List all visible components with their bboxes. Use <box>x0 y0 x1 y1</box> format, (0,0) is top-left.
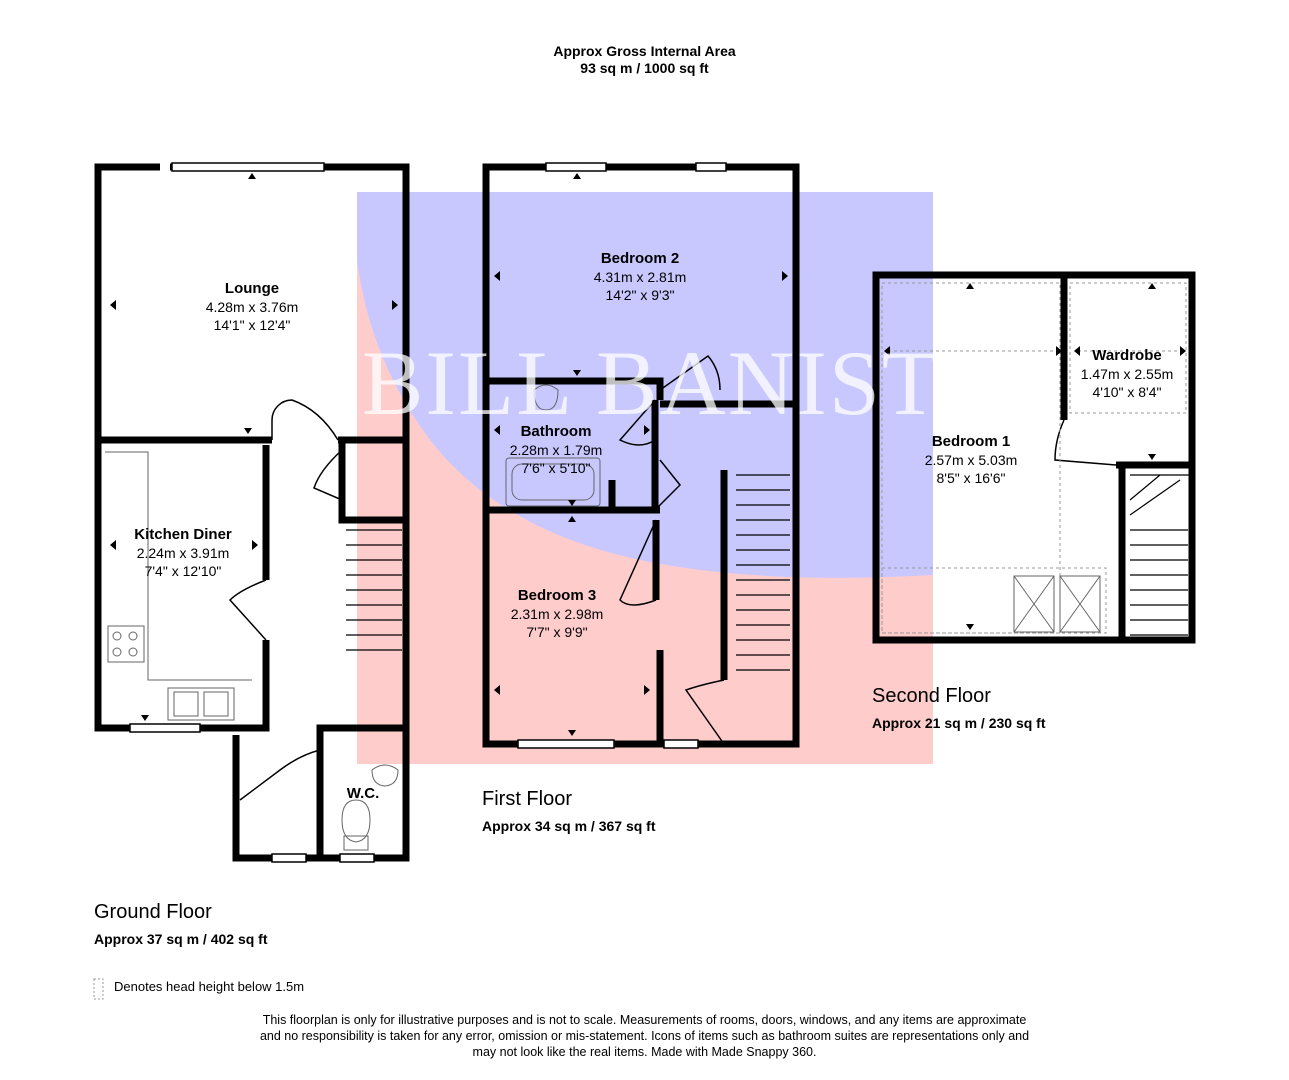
first-floor-title: First Floor <box>482 788 572 810</box>
room-name: Wardrobe <box>1092 347 1162 364</box>
ground-floor-title: Ground Floor <box>94 901 212 923</box>
room-imperial: 7'7" x 9'9" <box>526 624 588 640</box>
disclaimer-line-1: This floorplan is only for illustrative … <box>262 1013 1027 1027</box>
ground-outer-wall-right <box>170 163 410 862</box>
room-bedroom-2: Bedroom 2 4.31m x 2.81m 14'2" x 9'3" <box>594 249 687 304</box>
room-metric: 2.57m x 5.03m <box>924 452 1018 468</box>
room-lounge: Lounge 4.28m x 3.76m 14'1" x 12'4" <box>206 279 299 334</box>
room-name: Bedroom 2 <box>600 250 680 267</box>
room-metric: 2.31m x 2.98m <box>510 606 604 622</box>
room-imperial: 7'6" x 5'10" <box>521 460 591 476</box>
room-name: Bathroom <box>520 423 592 440</box>
room-metric: 4.31m x 2.81m <box>593 269 687 285</box>
room-metric: 1.47m x 2.55m <box>1080 366 1174 382</box>
room-bedroom-3: Bedroom 3 2.31m x 2.98m 7'7" x 9'9" <box>511 586 604 641</box>
first-floor-area: Approx 34 sq m / 367 sq ft <box>482 818 656 834</box>
disclaimer-line-2: and no responsibility is taken for any e… <box>259 1029 1030 1043</box>
room-name: Bedroom 1 <box>931 433 1011 450</box>
room-bedroom-1: Bedroom 1 2.57m x 5.03m 8'5" x 16'6" <box>925 432 1018 487</box>
room-name: Bedroom 3 <box>517 587 597 604</box>
gross-area-value: 93 sq m / 1000 sq ft <box>580 60 709 76</box>
room-bathroom: Bathroom 2.28m x 1.79m 7'6" x 5'10" <box>510 422 603 477</box>
room-metric: 2.24m x 3.91m <box>136 545 230 561</box>
room-imperial: 14'1" x 12'4" <box>213 317 291 333</box>
second-floor-title: Second Floor <box>872 685 991 707</box>
ground-floor-area: Approx 37 sq m / 402 sq ft <box>94 931 268 947</box>
legend-icon <box>93 978 104 1000</box>
room-metric: 4.28m x 3.76m <box>205 299 299 315</box>
room-imperial: 7'4" x 12'10" <box>144 563 222 579</box>
room-kitchen-diner: Kitchen Diner 2.24m x 3.91m 7'4" x 12'10… <box>134 525 232 580</box>
room-wardrobe: Wardrobe 1.47m x 2.55m 4'10" x 8'4" <box>1081 346 1174 401</box>
room-imperial: 14'2" x 9'3" <box>605 287 675 303</box>
watermark-text: BILL BANISTER <box>362 332 1062 434</box>
ground-outer-wall-left <box>94 163 240 732</box>
room-wc: W.C. <box>347 784 380 803</box>
room-name: Lounge <box>224 280 280 297</box>
disclaimer-line-3: may not look like the real items. Made w… <box>472 1045 817 1059</box>
room-name: W.C. <box>346 785 380 802</box>
legend-text: Denotes head height below 1.5m <box>114 979 305 994</box>
room-name: Kitchen Diner <box>134 526 232 543</box>
second-floor-area: Approx 21 sq m / 230 sq ft <box>872 715 1046 731</box>
room-imperial: 4'10" x 8'4" <box>1092 384 1162 400</box>
room-imperial: 8'5" x 16'6" <box>936 470 1006 486</box>
gross-area-title: Approx Gross Internal Area <box>553 43 736 59</box>
room-metric: 2.28m x 1.79m <box>509 442 603 458</box>
